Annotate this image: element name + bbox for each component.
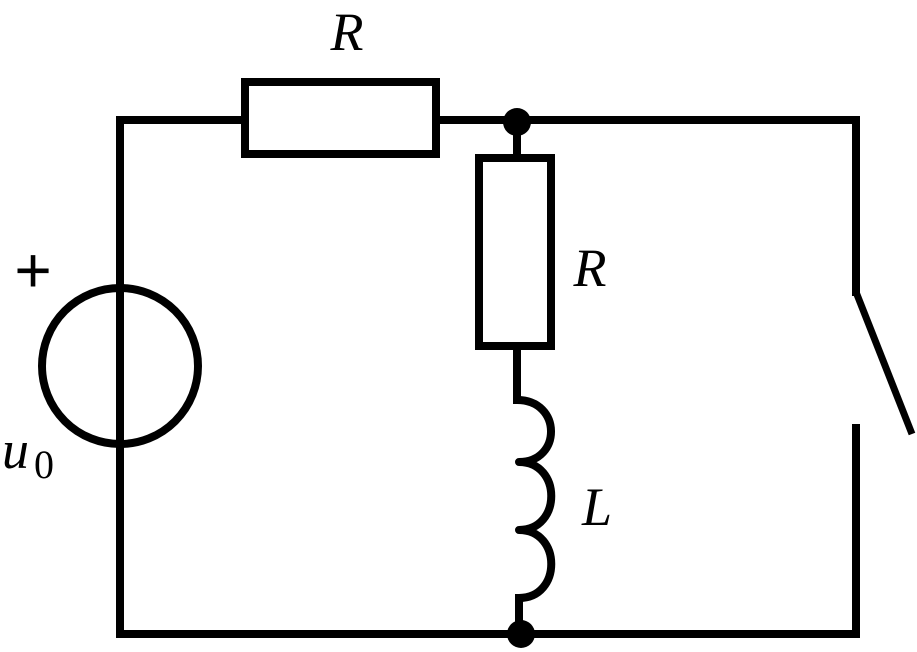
switch-blade [852, 290, 916, 436]
voltage-source [38, 284, 202, 448]
label-source-name: u [2, 420, 29, 480]
resistor-vertical [475, 154, 555, 350]
label-resistor-vertical: R [573, 238, 607, 298]
junction-node-top [503, 108, 531, 136]
label-source-subscript: 0 [34, 442, 54, 487]
label-inductor: L [581, 477, 612, 537]
inductor-coil [513, 396, 556, 602]
label-source-polarity: + [14, 234, 51, 306]
wires [116, 116, 860, 638]
label-resistor-top: R [330, 2, 364, 62]
junction-node-bottom [507, 620, 535, 648]
resistor-top [241, 78, 440, 158]
